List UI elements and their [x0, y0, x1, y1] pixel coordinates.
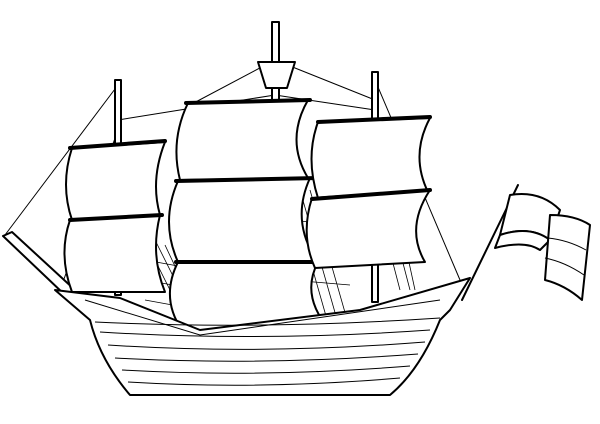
crows-nest	[257, 61, 296, 89]
mizzen-sails	[305, 115, 432, 269]
fore-sails	[63, 139, 167, 293]
main-sails	[168, 98, 331, 331]
hull	[54, 277, 471, 396]
flag	[461, 184, 591, 301]
